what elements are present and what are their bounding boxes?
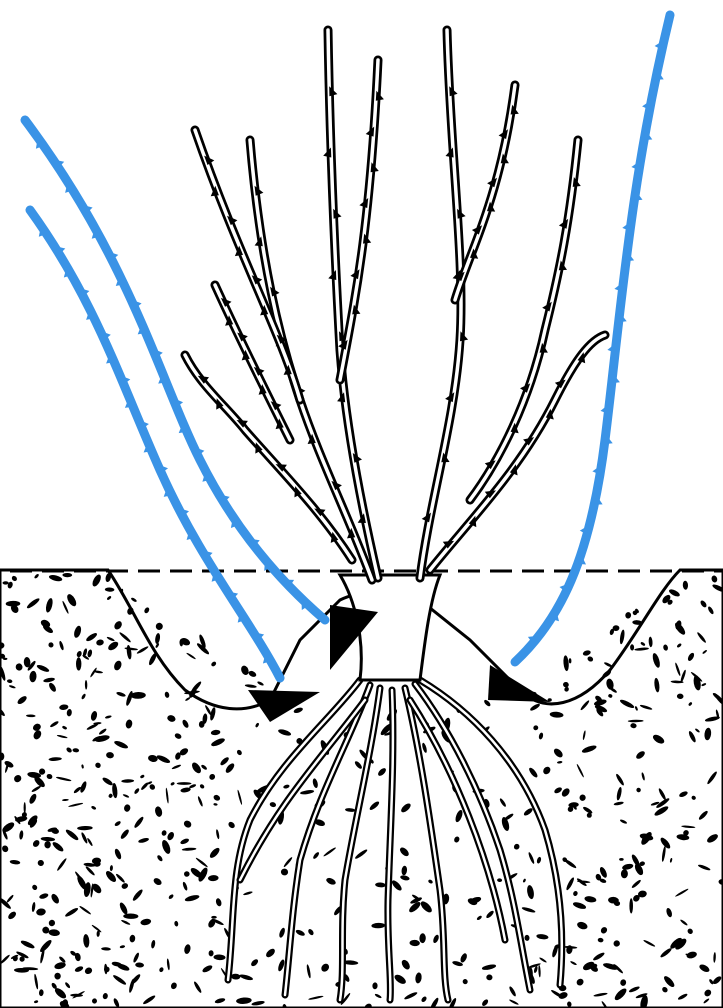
soil-speckle: [619, 629, 625, 644]
soil-speckle: [245, 684, 257, 689]
soil-speckle: [257, 681, 265, 687]
soil-speckle: [603, 661, 612, 668]
cut-arrow-right: [488, 665, 550, 702]
black-canes: [185, 30, 605, 580]
cane: [340, 60, 378, 380]
soil-speckle: [3, 581, 9, 584]
soil-speckle: [240, 664, 250, 676]
soil-speckle: [248, 670, 258, 678]
soil-speckle: [582, 649, 591, 656]
cane: [455, 85, 515, 300]
soil-speckle: [186, 652, 196, 660]
soil-speckle: [587, 813, 592, 818]
cane: [250, 140, 372, 580]
soil-speckle: [564, 686, 570, 692]
soil-speckle: [569, 658, 572, 663]
soil-speckle: [24, 802, 26, 813]
soil-speckle: [625, 612, 632, 619]
soil-speckle: [130, 597, 137, 603]
sucker: [25, 120, 325, 620]
soil-speckle: [210, 661, 217, 668]
soil-speckle: [177, 782, 192, 785]
soil-speckle: [587, 655, 594, 662]
soil-speckle: [154, 633, 160, 645]
soil-speckle: [563, 655, 570, 671]
soil-speckle: [155, 622, 165, 632]
soil-speckle: [619, 858, 624, 861]
soil-speckle: [629, 898, 633, 913]
soil-speckle: [563, 681, 570, 687]
soil-speckle: [76, 657, 81, 670]
soil-speckle: [211, 916, 217, 919]
soil-speckle: [143, 607, 150, 615]
cane-highlight: [250, 140, 372, 580]
